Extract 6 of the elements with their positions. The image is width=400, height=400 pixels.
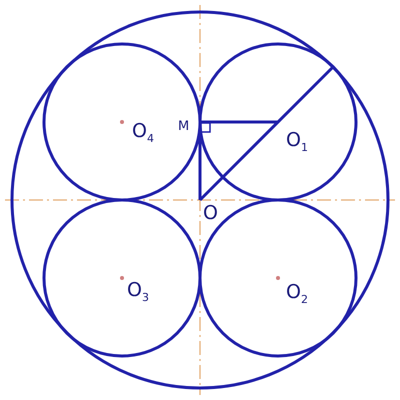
point-label: O$_{2}$ [286, 283, 308, 305]
point-label: O$_{3}$ [127, 281, 149, 303]
point-label: M [178, 120, 190, 133]
point-label: O$_{1}$ [286, 131, 308, 153]
point-label: O [203, 204, 218, 223]
point-label: O$_{4}$ [132, 122, 154, 144]
